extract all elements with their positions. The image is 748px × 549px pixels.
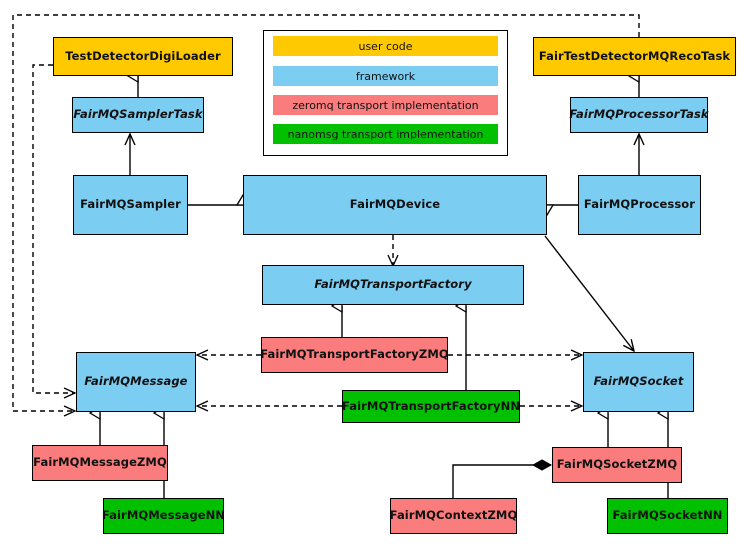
class-box-testdetectordigiloader[interactable]: TestDetectorDigiLoader bbox=[53, 37, 233, 76]
edge-contextzmq-socketzmq bbox=[452, 465, 551, 498]
class-box-fairmqtransportfactorynn[interactable]: FairMQTransportFactoryNN bbox=[342, 390, 520, 423]
class-box-fairtestdetectormqrecotask[interactable]: FairTestDetectorMQRecoTask bbox=[533, 37, 736, 76]
class-box-fairmqtransportfactoryzmq[interactable]: FairMQTransportFactoryZMQ bbox=[260, 337, 449, 373]
class-box-fairmqprocessor[interactable]: FairMQProcessor bbox=[578, 175, 701, 235]
class-box-fairmqprocessortask[interactable]: FairMQProcessorTask bbox=[569, 97, 709, 133]
legend-item-framework: framework bbox=[273, 66, 498, 86]
class-box-fairmqsocketnn[interactable]: FairMQSocketNN bbox=[607, 498, 728, 534]
legend-label-nanomsg: nanomsg transport implementation bbox=[287, 127, 484, 141]
edge-device-socket bbox=[544, 235, 634, 351]
legend-label-user-code: user code bbox=[358, 39, 413, 53]
legend-item-user-code: user code bbox=[273, 36, 498, 56]
class-box-fairmqtransportfactory[interactable]: FairMQTransportFactory bbox=[262, 265, 524, 305]
legend-item-nanomsg: nanomsg transport implementation bbox=[273, 124, 498, 144]
class-box-fairmqmessagenn[interactable]: FairMQMessageNN bbox=[102, 498, 225, 534]
class-box-fairmqsampler[interactable]: FairMQSampler bbox=[73, 175, 188, 235]
class-box-fairmqsocketzmq[interactable]: FairMQSocketZMQ bbox=[552, 447, 682, 483]
legend-label-framework: framework bbox=[355, 69, 416, 83]
class-box-fairmqdevice[interactable]: FairMQDevice bbox=[243, 175, 547, 235]
class-box-fairmqmessage[interactable]: FairMQMessage bbox=[76, 352, 196, 412]
edge-digiloader-message bbox=[32, 64, 75, 393]
legend-label-zeromq: zeromq transport implementation bbox=[292, 98, 479, 112]
class-box-fairmqmessagezmq[interactable]: FairMQMessageZMQ bbox=[32, 445, 168, 481]
class-box-fairmqcontextzmq[interactable]: FairMQContextZMQ bbox=[390, 498, 517, 534]
legend-item-zeromq: zeromq transport implementation bbox=[273, 95, 498, 115]
class-box-fairmqsamplertask[interactable]: FairMQSamplerTask bbox=[72, 97, 204, 133]
edge-recotask-message bbox=[12, 14, 640, 411]
class-box-fairmqsocket[interactable]: FairMQSocket bbox=[583, 352, 694, 412]
